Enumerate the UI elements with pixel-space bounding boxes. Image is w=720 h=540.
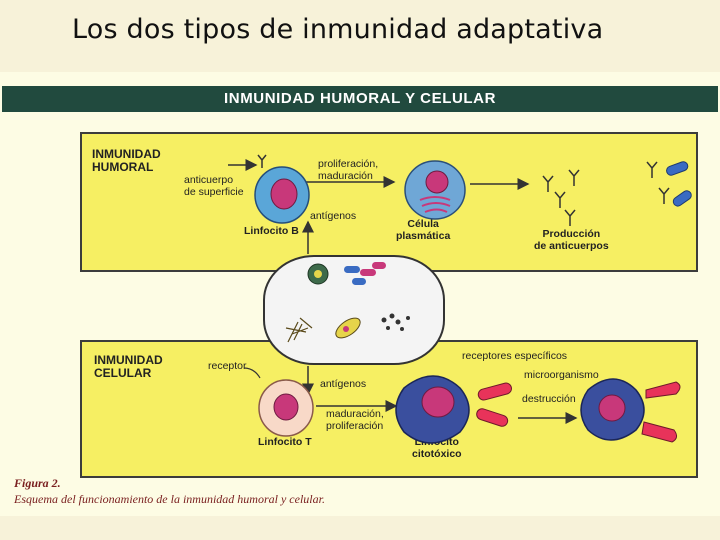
cellular-title-line2: CELULAR — [94, 366, 152, 380]
b-cell-shape — [254, 154, 310, 224]
destruction-label: destrucción — [522, 393, 576, 405]
humoral-antigens-label: antígenos — [310, 210, 357, 222]
receptor-pointer — [243, 367, 261, 379]
antibody-shapes — [542, 161, 670, 226]
proliferation-label: proliferación, maduración — [318, 158, 379, 182]
figure-banner: INMUNIDAD HUMORAL Y CELULAR — [2, 86, 718, 112]
humoral-title: INMUNIDAD HUMORAL — [92, 148, 161, 174]
figure-scan: INMUNIDAD HUMORAL Y CELULAR INMUNIDAD HU… — [0, 72, 720, 516]
humoral-title-line2: HUMORAL — [92, 160, 154, 174]
cellular-antigens-label: antígenos — [320, 378, 367, 390]
receptor-label: receptor — [208, 360, 247, 372]
figure-label: Figura 2. — [14, 476, 61, 490]
cellular-title-line1: INMUNIDAD — [94, 353, 163, 367]
target-microbes — [476, 382, 512, 427]
banner-title: INMUNIDAD HUMORAL Y CELULAR — [224, 90, 497, 107]
maturation-label: maduración, proliferación — [326, 408, 384, 432]
humoral-title-line1: INMUNIDAD — [92, 147, 161, 161]
plasma-cell-shape — [404, 160, 466, 220]
diagram-illustrations — [228, 154, 692, 444]
virus-shape — [307, 263, 329, 285]
fungi-shape — [285, 317, 313, 343]
antibody-production-label: Producción de anticuerpos — [534, 228, 609, 252]
protozoa-shape — [335, 317, 361, 339]
antigen-box — [263, 255, 445, 365]
microorganism-label: microorganismo — [524, 369, 599, 381]
cellular-title: INMUNIDAD CELULAR — [94, 354, 163, 380]
specific-receptors-label: receptores específicos — [462, 350, 568, 362]
slide-title: Los dos tipos de inmunidad adaptativa — [72, 14, 604, 45]
humoral-panel: INMUNIDAD HUMORAL anticuerpo de superfic… — [80, 132, 698, 272]
bacteria-shape — [344, 262, 386, 285]
foreign-molecules-shape — [381, 313, 410, 331]
cytotoxic-cell-after — [580, 378, 645, 441]
b-cell-label: Linfocito B — [244, 225, 299, 237]
cytotoxic-cell-shape — [395, 375, 470, 444]
figure-caption: Esquema del funcionamiento de la inmunid… — [14, 492, 325, 506]
bottom-strip — [0, 516, 720, 540]
t-cell-shape — [258, 379, 314, 437]
destroyed-microbes — [641, 381, 681, 443]
t-cell-label: Linfocito T — [258, 436, 312, 448]
slide-title-bar: Los dos tipos de inmunidad adaptativa — [0, 0, 720, 72]
surface-antibody-label: anticuerpo de superficie — [184, 174, 244, 198]
neutralized-bacteria — [666, 161, 692, 207]
plasma-cell-label: Célula plasmática — [396, 218, 451, 242]
